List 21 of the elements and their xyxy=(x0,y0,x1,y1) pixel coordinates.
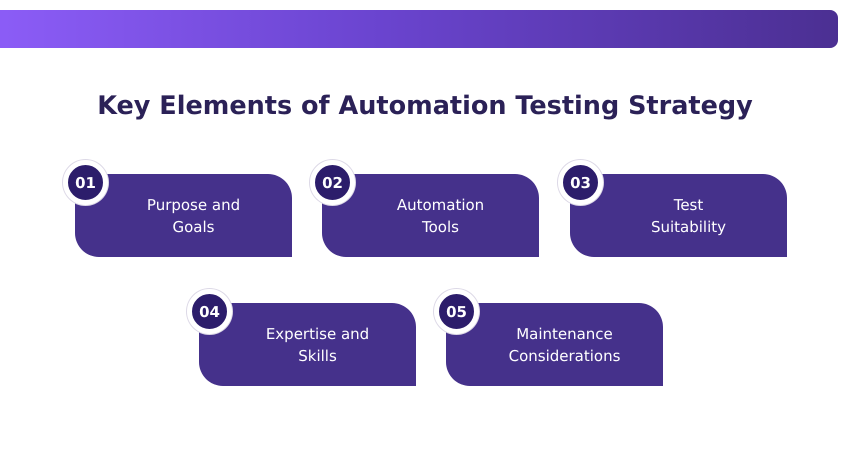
topic-label: Maintenance Considerations xyxy=(508,324,620,366)
number-circle xyxy=(434,289,479,334)
step-number: 01 xyxy=(75,174,96,192)
number-circle xyxy=(310,160,355,205)
step-number: 04 xyxy=(199,302,220,320)
step-number: 03 xyxy=(570,174,591,192)
topic-card xyxy=(75,174,292,257)
topic-card xyxy=(199,303,416,386)
diagram-title: Key Elements of Automation Testing Strategy xyxy=(97,91,753,121)
topic-label: Purpose and Goals xyxy=(146,194,242,238)
topic-label: Expertise and Skills xyxy=(264,324,370,366)
step-number: 02 xyxy=(322,174,343,192)
topic-card xyxy=(570,174,787,257)
step-number: 05 xyxy=(446,302,467,320)
number-circle xyxy=(187,289,232,334)
number-circle xyxy=(63,160,108,205)
topic-card xyxy=(446,303,663,386)
topic-card xyxy=(322,174,539,257)
number-circle xyxy=(558,160,603,205)
topic-label: Test Suitability xyxy=(650,194,728,238)
topic-label: Automation Tools xyxy=(396,194,486,238)
